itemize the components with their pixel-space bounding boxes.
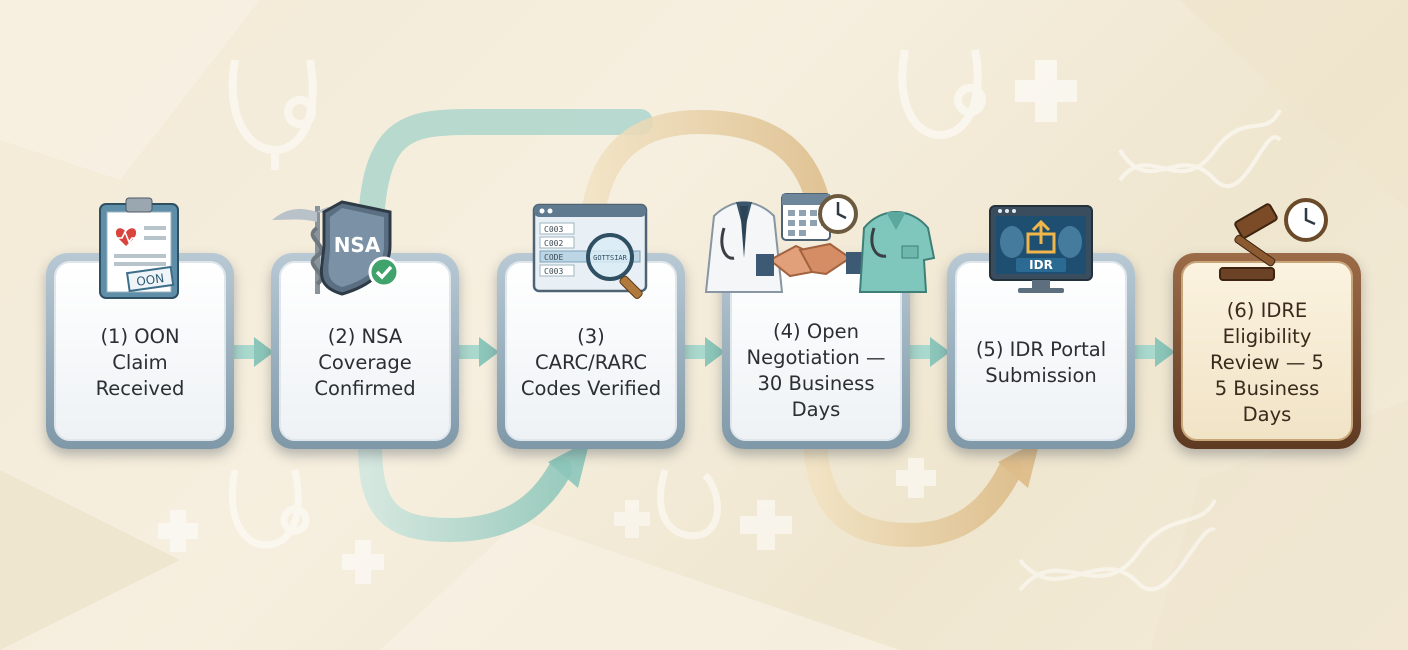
step-1-box: (1) OON Claim Received bbox=[46, 253, 234, 449]
svg-text:C003: C003 bbox=[544, 267, 563, 276]
flow-curve-gold-top bbox=[578, 109, 832, 267]
step-1-label: (1) OON Claim Received bbox=[95, 325, 185, 400]
plus-watermark-icon bbox=[896, 458, 936, 498]
clipboard-icon: OON bbox=[99, 197, 179, 299]
svg-text:C002: C002 bbox=[544, 239, 563, 248]
scrubs-icon bbox=[858, 210, 936, 293]
handshake-icon bbox=[704, 193, 936, 293]
step-4-label: (4) Open Negotiation — 30 Business Days bbox=[746, 320, 886, 421]
code-screen-icon: C003 C002 CODE C003 GOTTSIAR bbox=[532, 203, 648, 299]
svg-text:CODE: CODE bbox=[544, 253, 563, 262]
shield-text: NSA bbox=[334, 233, 381, 257]
connector-arrow bbox=[230, 337, 274, 367]
svg-text:C003: C003 bbox=[544, 225, 563, 234]
dna-watermark-icon bbox=[1018, 499, 1217, 592]
shield-icon: NSA bbox=[272, 200, 400, 296]
plus-watermark-icon bbox=[614, 500, 650, 538]
step-5-box: (5) IDR Portal Submission bbox=[947, 253, 1135, 449]
clipboard-stamp-text: OON bbox=[136, 271, 166, 289]
plus-watermark-icon bbox=[342, 540, 384, 584]
flow-curve-teal-bottom bbox=[358, 433, 590, 543]
doctor-coat-icon bbox=[704, 200, 784, 293]
step-6-label: (6) IDRE Eligibility Review — 5 5 Busine… bbox=[1210, 299, 1324, 426]
stethoscope-watermark-icon bbox=[657, 468, 721, 540]
step-5-label: (5) IDR Portal Submission bbox=[975, 338, 1107, 387]
handshake-hands-icon bbox=[756, 242, 864, 278]
plus-watermark-icon bbox=[740, 500, 792, 550]
gavel-icon bbox=[1219, 203, 1278, 281]
svg-text:GOTTSIAR: GOTTSIAR bbox=[593, 254, 628, 262]
magnifier-icon: GOTTSIAR bbox=[586, 233, 643, 299]
step-4-box: (4) Open Negotiation — 30 Business Days bbox=[722, 253, 910, 449]
connector-arrow bbox=[455, 337, 499, 367]
plus-watermark-icon bbox=[1015, 60, 1077, 122]
stethoscope-watermark-icon bbox=[228, 469, 310, 549]
monitor-upload-icon: IDR bbox=[989, 205, 1093, 293]
step-2-label: (2) NSA Coverage Confirmed bbox=[314, 325, 416, 400]
clock-icon bbox=[818, 194, 858, 234]
step-3-label: (3) CARC/RARC Codes Verified bbox=[520, 325, 662, 400]
clock-icon bbox=[1284, 198, 1328, 242]
monitor-text: IDR bbox=[1029, 258, 1053, 272]
gavel-clock-icon bbox=[1219, 198, 1328, 281]
stethoscope-watermark-icon bbox=[898, 49, 986, 140]
step-2-box: (2) NSA Coverage Confirmed bbox=[271, 253, 459, 449]
stethoscope-watermark-icon bbox=[228, 59, 317, 170]
connector-arrow bbox=[1131, 337, 1175, 367]
connector-arrow bbox=[906, 337, 950, 367]
plus-watermark-icon bbox=[158, 510, 198, 552]
dna-watermark-icon bbox=[1118, 109, 1282, 189]
flow-curve-gold-bottom bbox=[803, 433, 1040, 548]
calendar-icon bbox=[781, 193, 831, 241]
connector-arrow bbox=[681, 337, 725, 367]
